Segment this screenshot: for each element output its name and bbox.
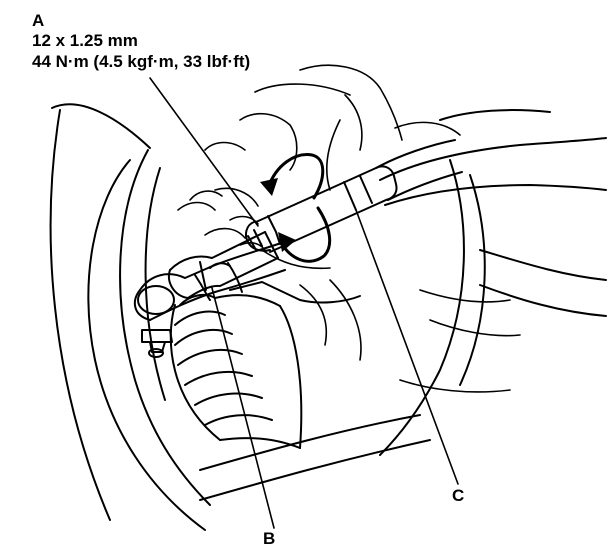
suspension-background bbox=[204, 64, 521, 393]
callout-a-letter: A bbox=[32, 11, 45, 30]
callout-a-thread-size: 12 x 1.25 mm bbox=[32, 31, 138, 50]
open-end-wrench bbox=[168, 231, 279, 299]
callout-b-letter: B bbox=[263, 529, 276, 548]
leader-line-b bbox=[211, 287, 275, 529]
callout-a-torque-spec: 44 N·m (4.5 kgf·m, 33 lbf·ft) bbox=[32, 52, 251, 71]
rotation-arrowheads bbox=[260, 178, 296, 252]
tie-rod-assembly bbox=[133, 239, 291, 358]
torque-wrench bbox=[245, 139, 463, 253]
rotation-arrows bbox=[266, 153, 332, 263]
subframe bbox=[199, 109, 607, 501]
leader-line-a bbox=[149, 77, 259, 227]
wheel-outline bbox=[49, 103, 211, 531]
leader-line-c bbox=[355, 209, 459, 485]
leader-lines bbox=[149, 77, 459, 529]
callout-c-letter: C bbox=[452, 486, 465, 505]
cv-joint-boot bbox=[169, 281, 361, 449]
